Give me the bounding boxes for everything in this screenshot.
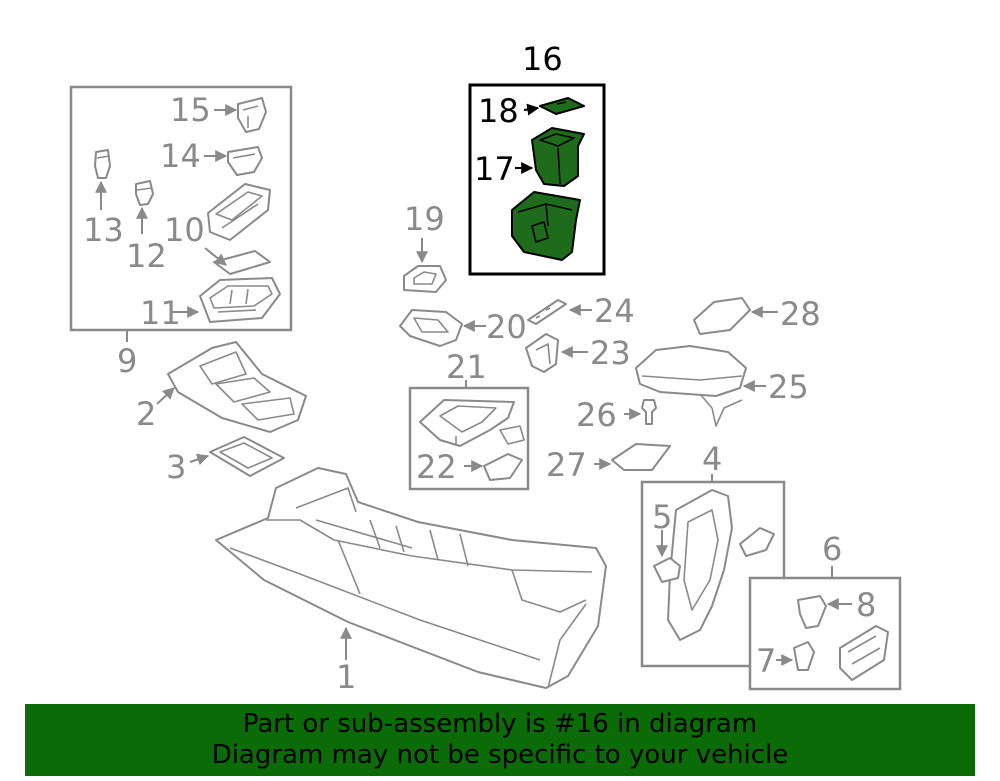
part-21-shift-bezel[interactable] — [419, 399, 525, 447]
part-16-cup-holder-housing[interactable] — [511, 191, 581, 261]
callout-12: 12 — [126, 237, 167, 275]
callout-10: 10 — [164, 211, 205, 249]
part-26-push-pin[interactable] — [641, 399, 657, 425]
part-10-switch-panel[interactable] — [207, 183, 271, 275]
part-13-bulb[interactable] — [94, 149, 111, 179]
part-14-clip[interactable] — [227, 146, 263, 176]
part-27-mat[interactable] — [611, 443, 671, 471]
part-12-bulb[interactable] — [135, 180, 154, 206]
part-23-bracket[interactable] — [525, 333, 559, 373]
part-19-shift-plate[interactable] — [403, 265, 447, 293]
part-22-insert[interactable] — [483, 453, 523, 481]
callout-22: 22 — [416, 448, 457, 486]
callout-5: 5 — [652, 498, 672, 536]
callout-26: 26 — [576, 396, 617, 434]
callout-9: 9 — [117, 342, 137, 380]
parts-diagram: 15 14 13 12 10 11 9 2 — [69, 40, 902, 696]
callout-11: 11 — [140, 294, 181, 332]
callout-19: 19 — [404, 200, 445, 238]
part-28-armrest-pad[interactable] — [693, 297, 751, 335]
callout-15: 15 — [170, 91, 211, 129]
callout-21: 21 — [446, 348, 487, 386]
banner-line-1: Part or sub-assembly is #16 in diagram — [242, 709, 758, 739]
part-25-armrest[interactable] — [635, 345, 747, 427]
part-2-console-bezel[interactable] — [167, 341, 307, 433]
callout-17: 17 — [474, 150, 515, 188]
callout-13: 13 — [83, 211, 124, 249]
callout-8: 8 — [856, 586, 876, 624]
callout-18: 18 — [478, 92, 519, 130]
callout-25: 25 — [768, 368, 809, 406]
callout-24: 24 — [594, 292, 635, 330]
part-5-clip[interactable] — [653, 557, 681, 583]
callout-27: 27 — [546, 446, 587, 484]
part-11-switch-bezel[interactable] — [199, 277, 281, 323]
callout-3: 3 — [166, 448, 186, 486]
callout-4: 4 — [702, 440, 722, 478]
part-3-trim-panel[interactable] — [209, 436, 285, 477]
part-4-small-clip[interactable] — [739, 527, 775, 557]
part-20-bracket[interactable] — [399, 309, 463, 347]
part-4-side-panel[interactable] — [667, 489, 733, 641]
part-6-side-cover[interactable] — [839, 625, 889, 681]
part-8-clip[interactable] — [797, 595, 827, 629]
part-24-clip[interactable] — [527, 299, 567, 325]
callout-2: 2 — [136, 395, 156, 433]
part-1-console-body[interactable] — [215, 467, 607, 689]
callout-20: 20 — [486, 308, 527, 346]
part-15-clip[interactable] — [237, 97, 267, 133]
callout-16: 16 — [522, 40, 563, 78]
info-banner: Part or sub-assembly is #16 in diagram D… — [25, 704, 975, 776]
callout-6: 6 — [822, 530, 842, 568]
part-18-liner-mat[interactable] — [539, 97, 585, 115]
callout-28: 28 — [780, 295, 821, 333]
banner-line-2: Diagram may not be specific to your vehi… — [211, 740, 789, 770]
callout-1: 1 — [336, 658, 356, 696]
callout-14: 14 — [160, 137, 201, 175]
callout-23: 23 — [590, 334, 631, 372]
callout-7: 7 — [756, 642, 776, 680]
part-7-clip[interactable] — [793, 641, 815, 671]
part-17-cup-holder-insert[interactable] — [531, 127, 585, 187]
